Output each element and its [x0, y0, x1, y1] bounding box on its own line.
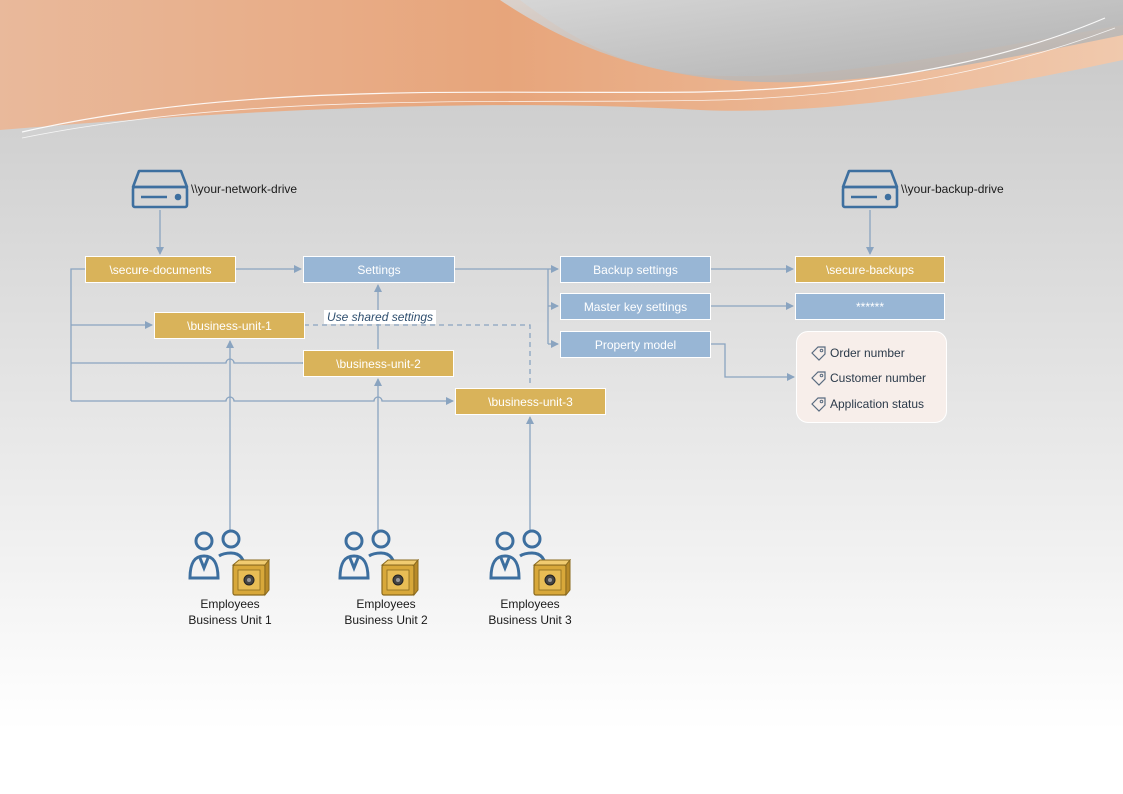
shared-settings-label: Use shared settings [324, 310, 437, 324]
property-item: Order number [811, 344, 905, 362]
left-trunk [70, 268, 85, 401]
business-unit-1-box[interactable]: \business-unit-1 [154, 312, 305, 339]
employee-caption-line1: Employees [200, 597, 260, 611]
property-item: Application status [811, 395, 924, 413]
tag-icon [811, 346, 826, 362]
employee-caption: Employees Business Unit 1 [160, 596, 300, 628]
safe-icon [231, 559, 271, 597]
employee-caption-line1: Employees [500, 597, 560, 611]
employee-caption: Employees Business Unit 2 [316, 596, 456, 628]
server-drive-icon [131, 169, 189, 209]
business-unit-3-box[interactable]: \business-unit-3 [455, 388, 606, 415]
masked-key-box: ****** [795, 293, 945, 320]
secure-backups-box[interactable]: \secure-backups [795, 256, 945, 283]
property-label: Customer number [830, 371, 927, 385]
property-label: Order number [830, 346, 905, 360]
property-to-list-arrow [711, 343, 795, 381]
employee-caption-line2: Business Unit 1 [188, 613, 272, 627]
settings-box[interactable]: Settings [303, 256, 455, 283]
safe-icon [380, 559, 420, 597]
trunk-to-bu3-arrow [71, 396, 454, 405]
shared-settings-dashed [304, 324, 531, 387]
tag-icon [811, 371, 826, 387]
business-unit-2-box[interactable]: \business-unit-2 [303, 350, 454, 377]
property-list: Order number Customer number Application… [796, 331, 947, 423]
backup-drive-label: \\your-backup-drive [901, 182, 1004, 196]
employee-caption-line1: Employees [356, 597, 416, 611]
server-drive-icon [841, 169, 899, 209]
secure-documents-box[interactable]: \secure-documents [85, 256, 236, 283]
master-key-settings-box[interactable]: Master key settings [560, 293, 711, 320]
backup-settings-box[interactable]: Backup settings [560, 256, 711, 283]
network-drive-label: \\your-network-drive [191, 182, 298, 196]
employee-caption-line2: Business Unit 2 [344, 613, 428, 627]
employee-caption: Employees Business Unit 3 [460, 596, 600, 628]
property-label: Application status [830, 397, 925, 411]
property-model-box[interactable]: Property model [560, 331, 711, 358]
property-item: Customer number [811, 369, 926, 387]
safe-icon [532, 559, 572, 597]
employee-caption-line2: Business Unit 3 [488, 613, 572, 627]
tag-icon [811, 397, 826, 413]
